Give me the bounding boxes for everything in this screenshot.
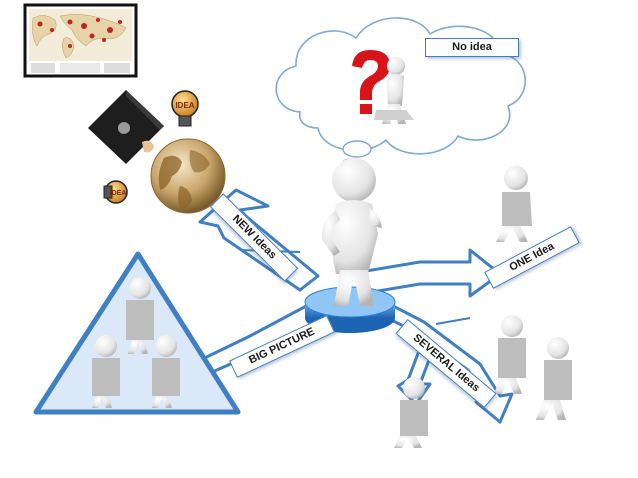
world-map-thumbnail [23, 3, 138, 78]
puzzle-figure [494, 315, 526, 394]
central-figure [321, 158, 382, 306]
puzzle-figure [92, 335, 120, 408]
puzzle-figure [496, 166, 532, 242]
thinking-figure [374, 57, 414, 124]
puzzle-figure [536, 337, 572, 420]
graduation-cap-icon [88, 90, 164, 164]
puzzle-figure [126, 277, 154, 354]
idea-bulb-icon: IDEA [103, 180, 128, 204]
puzzle-figure [152, 335, 180, 408]
label-no-idea: No idea [425, 38, 519, 57]
idea-bulb-icon: IDEA [171, 90, 199, 127]
question-mark-icon [352, 50, 390, 114]
puzzle-figure [394, 377, 428, 448]
pedestal [304, 286, 396, 333]
bulb-label: IDEA [110, 190, 127, 197]
bulb-label: IDEA [175, 101, 194, 110]
globe-icon [150, 138, 226, 214]
